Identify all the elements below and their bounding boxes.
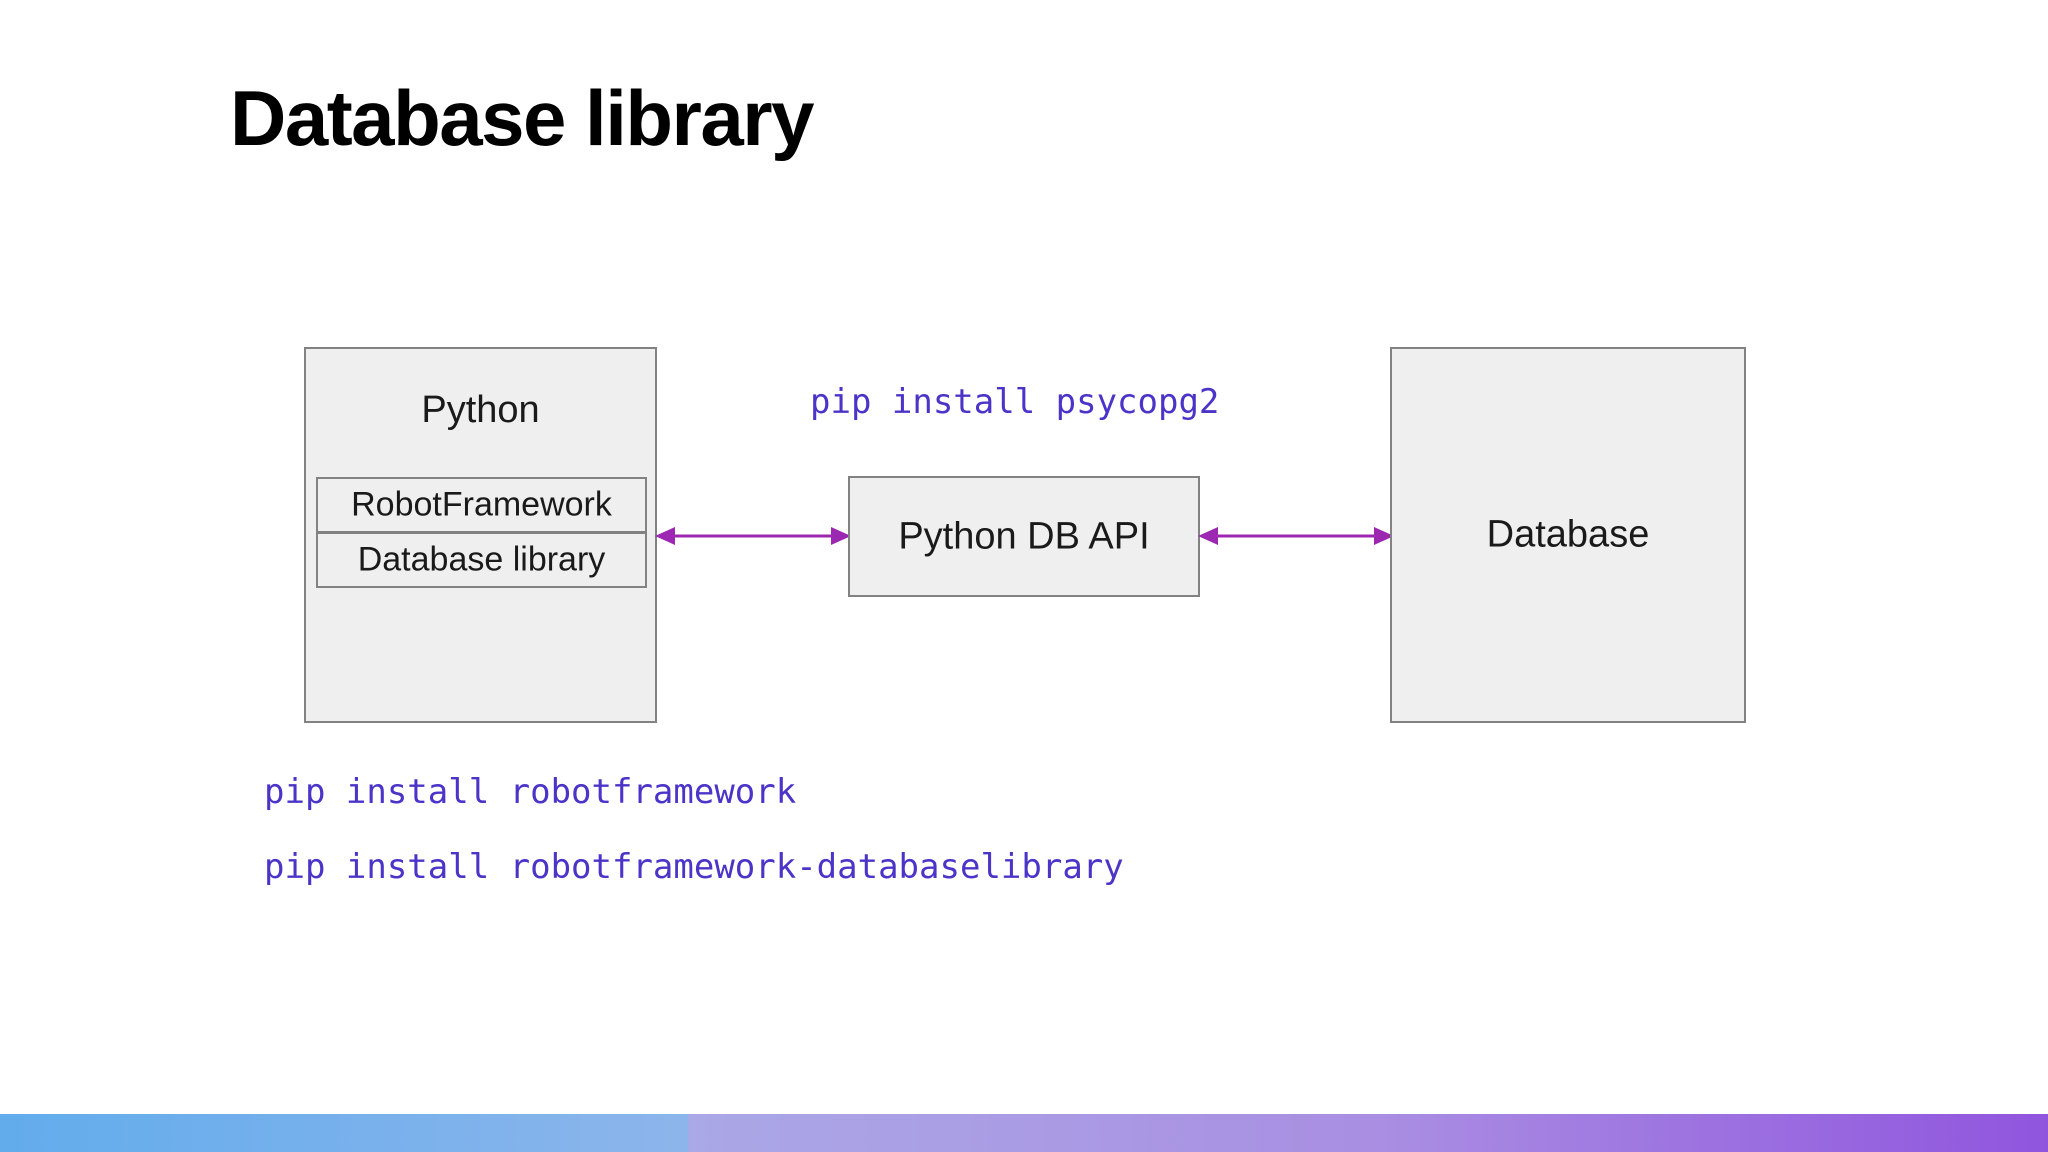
connector-dbapi-database — [1198, 527, 1394, 545]
footer-gradient-bar — [0, 1114, 2048, 1152]
page-title: Database library — [230, 74, 814, 162]
diagram-box-database: Database — [1390, 347, 1746, 723]
code-snippet-psycopg2: pip install psycopg2 — [810, 382, 1220, 422]
diagram-box-database-label: Database — [1486, 513, 1650, 556]
diagram-box-python-db-api: Python DB API — [848, 476, 1200, 597]
diagram-box-python-db-api-label: Python DB API — [898, 515, 1150, 557]
diagram-box-databaselibrary-label: Database library — [357, 540, 606, 579]
code-snippet-databaselibrary: pip install robotframework-databaselibra… — [264, 847, 1124, 887]
diagram-box-databaselibrary: Database library — [316, 532, 647, 588]
connector-python-dbapi — [655, 527, 851, 545]
python-inner-stack: RobotFramework Database library — [316, 477, 647, 588]
diagram-box-python-label: Python — [421, 389, 540, 431]
diagram-box-python: Python RobotFramework Database library — [304, 347, 657, 723]
diagram-box-robotframework-label: RobotFramework — [351, 485, 612, 524]
diagram-box-robotframework: RobotFramework — [316, 477, 647, 533]
code-snippet-robotframework: pip install robotframework — [264, 772, 797, 812]
